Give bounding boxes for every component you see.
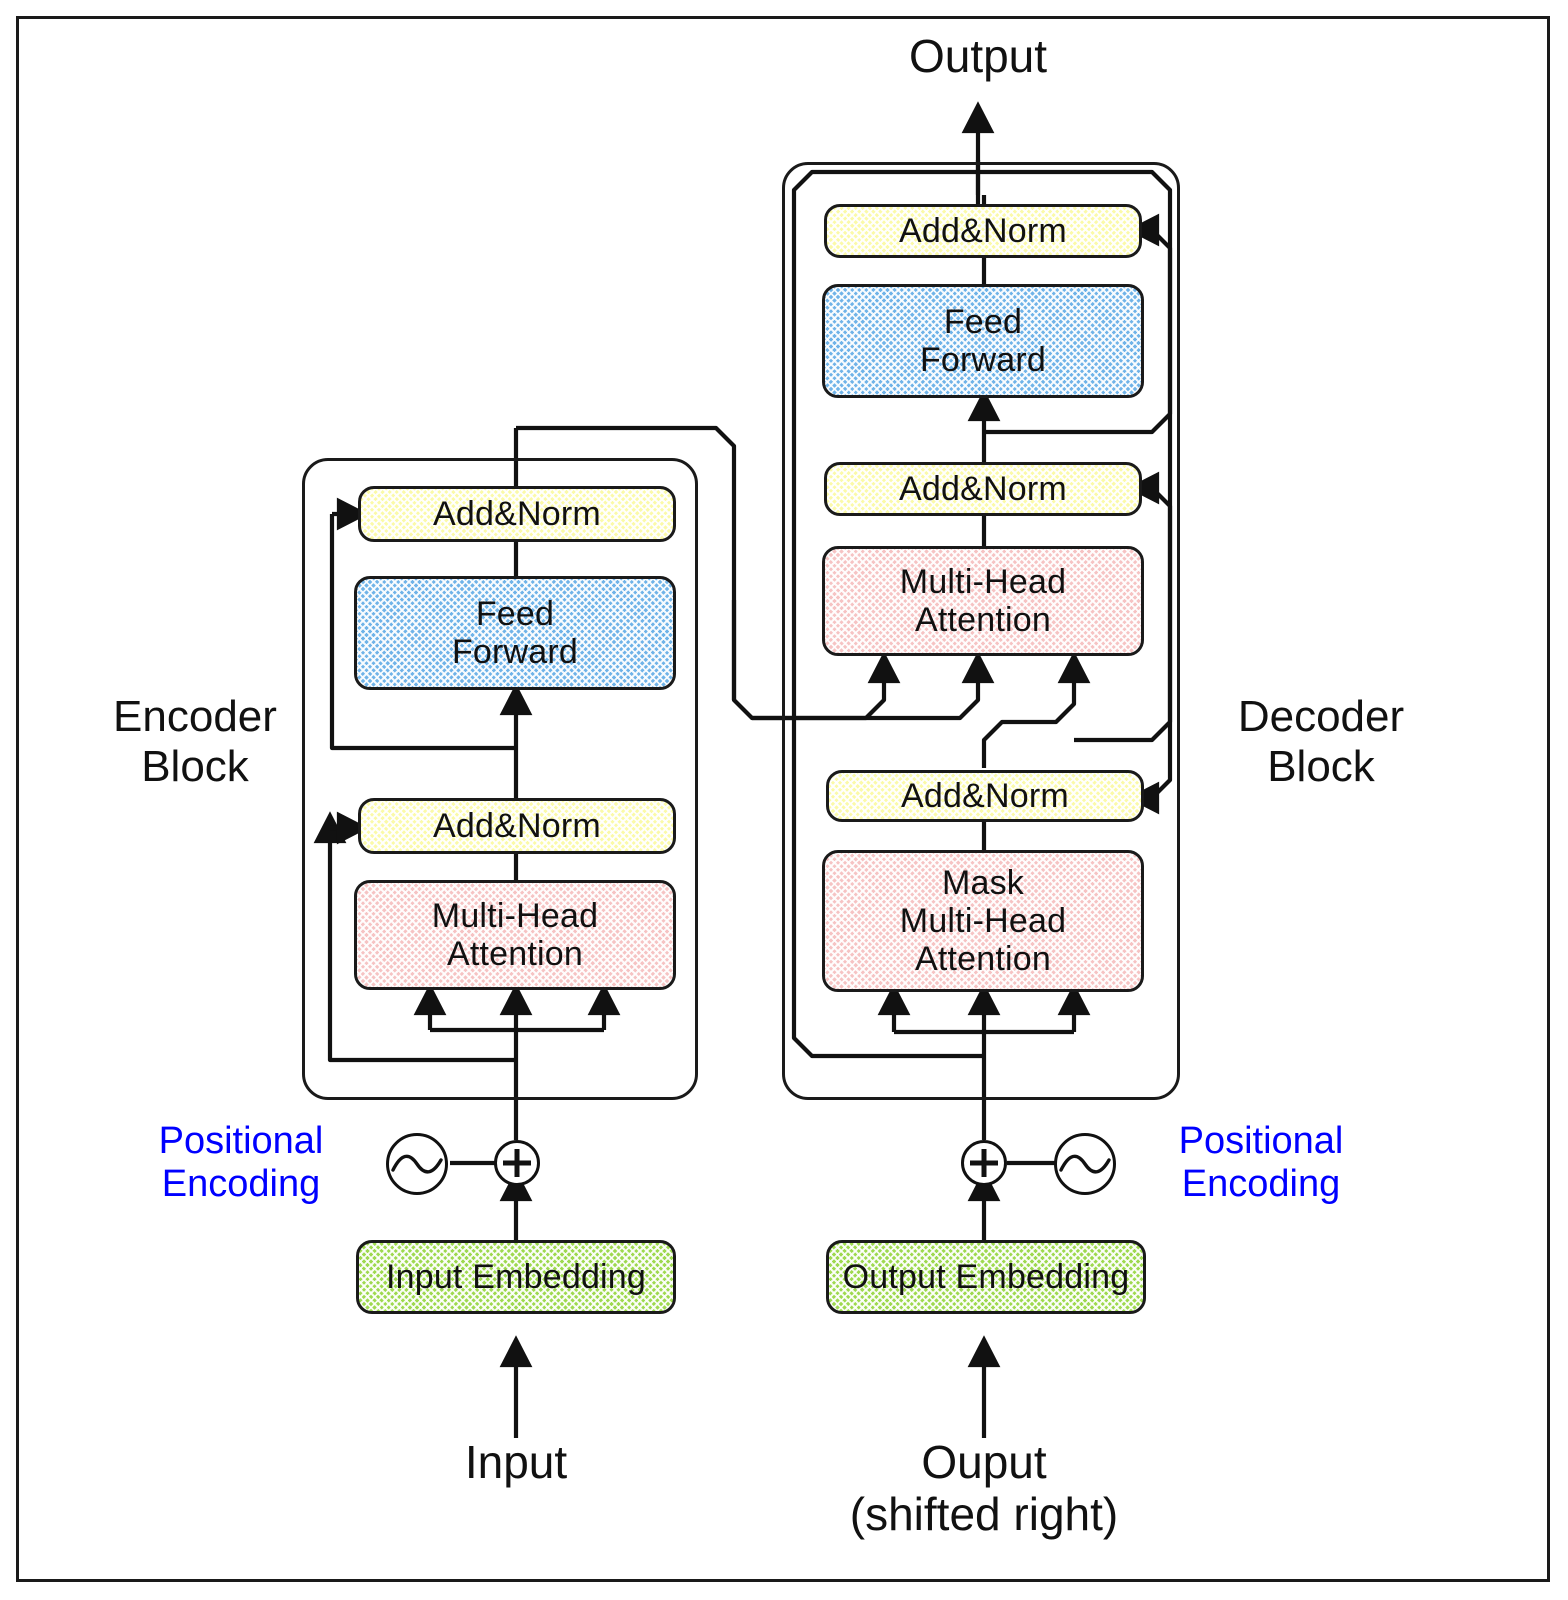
decoder-masked-attention-label: Mask Multi-Head Attention (900, 864, 1066, 978)
decoder-masked-attention[interactable]: Mask Multi-Head Attention (822, 850, 1144, 992)
decoder-add-norm-bottom-label: Add&Norm (901, 776, 1069, 815)
output-bottom-line1: Ouput (921, 1436, 1047, 1488)
decoder-masked-attention-line2: Multi-Head (899, 901, 1067, 940)
decoder-add-norm-bottom[interactable]: Add&Norm (826, 770, 1144, 822)
input-embedding[interactable]: Input Embedding (356, 1240, 676, 1314)
plus-circle-icon (494, 1140, 540, 1186)
encoder-feed-forward[interactable]: Feed Forward (354, 576, 676, 690)
decoder-feed-forward[interactable]: Feed Forward (822, 284, 1144, 398)
output-bottom-label: Ouput (shifted right) (824, 1436, 1144, 1541)
input-bottom-label: Input (464, 1436, 568, 1488)
decoder-feed-forward-line2: Forward (919, 341, 1047, 379)
encoder-attention-label: Multi-Head Attention (432, 897, 598, 973)
decoder-feed-forward-label: Feed Forward (920, 303, 1046, 379)
encoder-add-norm-bottom[interactable]: Add&Norm (358, 798, 676, 854)
decoder-add-norm-mid[interactable]: Add&Norm (824, 462, 1142, 516)
decoder-block-label: Decoder Block (1196, 692, 1446, 792)
output-embedding[interactable]: Output Embedding (826, 1240, 1146, 1314)
decoder-add-norm-top-label: Add&Norm (899, 211, 1067, 250)
sine-wave-icon (386, 1133, 448, 1195)
decoder-masked-attention-line1: Mask (941, 863, 1025, 902)
encoder-multi-head-attention[interactable]: Multi-Head Attention (354, 880, 676, 990)
decoder-cross-attention[interactable]: Multi-Head Attention (822, 546, 1144, 656)
positional-encoding-left-line1: Positional (158, 1120, 324, 1162)
decoder-masked-attention-line3: Attention (914, 940, 1051, 979)
encoder-add-norm-bottom-label: Add&Norm (433, 806, 601, 845)
encoder-attention-line2: Attention (446, 935, 583, 973)
decoder-add-norm-mid-label: Add&Norm (899, 469, 1067, 508)
positional-encoding-right-line2: Encoding (1181, 1163, 1341, 1206)
encoder-add-norm-top[interactable]: Add&Norm (358, 486, 676, 542)
output-embedding-label: Output Embedding (842, 1257, 1130, 1296)
encoder-feed-forward-line2: Forward (451, 633, 579, 671)
decoder-block-label-line1: Decoder (1237, 692, 1405, 741)
output-bottom-line2: (shifted right) (849, 1488, 1119, 1541)
encoder-block-label-line1: Encoder (113, 692, 277, 741)
sine-wave-icon-right (1054, 1133, 1116, 1195)
encoder-block-outline (302, 458, 698, 1100)
positional-encoding-right-label: Positional Encoding (1126, 1120, 1396, 1207)
encoder-feed-forward-line1: Feed (475, 594, 555, 633)
output-top-label: Output (908, 30, 1048, 82)
encoder-block-label: Encoder Block (70, 692, 320, 792)
decoder-cross-attention-label: Multi-Head Attention (900, 563, 1066, 639)
decoder-feed-forward-line1: Feed (943, 302, 1023, 341)
decoder-block-label-line2: Block (1267, 742, 1375, 792)
decoder-cross-attention-line2: Attention (914, 601, 1051, 639)
positional-encoding-right-line1: Positional (1178, 1120, 1344, 1162)
positional-encoding-left-line2: Encoding (161, 1163, 321, 1206)
input-embedding-label: Input Embedding (385, 1257, 647, 1296)
encoder-attention-line1: Multi-Head (431, 896, 599, 935)
positional-encoding-left-label: Positional Encoding (106, 1120, 376, 1207)
decoder-add-norm-top[interactable]: Add&Norm (824, 204, 1142, 258)
decoder-cross-attention-line1: Multi-Head (899, 562, 1067, 601)
encoder-feed-forward-label: Feed Forward (452, 595, 578, 671)
encoder-block-label-line2: Block (141, 742, 249, 792)
encoder-add-norm-top-label: Add&Norm (433, 494, 601, 533)
plus-circle-icon-right (961, 1140, 1007, 1186)
